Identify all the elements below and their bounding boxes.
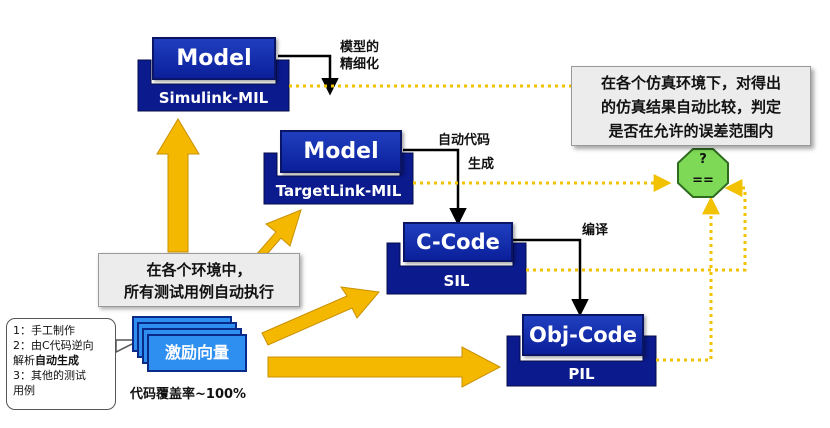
env-label-pil: PIL — [568, 365, 595, 383]
step-note-line: 生成 — [468, 157, 495, 172]
result-lines — [289, 84, 747, 362]
step-note-refine: 模型的 精细化 — [340, 39, 379, 73]
comparison-description-box: 在各个仿真环境下，对得出 的仿真结果自动比较，判定 是否在允许的误差范围内 — [571, 66, 811, 146]
comparator-question: ? — [699, 152, 707, 167]
step-note-line: 编译 — [582, 223, 609, 238]
callout-line: 3：其他的测试 — [13, 369, 86, 382]
step-note-autocode: 自动代码 生成 — [438, 129, 494, 177]
callout-line: 1：手工制作 — [13, 324, 75, 337]
objcode-box: Obj-Code — [522, 314, 644, 356]
flow-arrow-autocode — [403, 148, 467, 226]
execution-arrows — [156, 118, 502, 388]
env-label-sil: SIL — [443, 272, 470, 290]
ccode-label: C-Code — [416, 230, 500, 254]
stimulus-label: 激励向量 — [164, 343, 229, 362]
step-note-line: 模型的 — [340, 40, 380, 55]
objcode-label: Obj-Code — [529, 323, 637, 347]
execution-line: 所有测试用例自动执行 — [123, 283, 274, 301]
stimulus-vector-box: 激励向量 — [147, 334, 247, 372]
execution-line: 在各个环境中， — [146, 261, 252, 279]
env-tray-sil — [386, 242, 527, 295]
env-label-simulink: Simulink-MIL — [158, 89, 269, 107]
callout-text: 解析 — [13, 354, 35, 367]
step-note-line: 自动代码 — [438, 133, 491, 148]
model-box-simulink: Model — [152, 37, 276, 80]
env-label-targetlink: TargetLink-MIL — [275, 182, 402, 200]
callout-line: 2：由C代码逆向 — [13, 339, 94, 352]
comparator-equals: == — [692, 173, 714, 188]
comparison-line: 的仿真结果自动比较，判定 — [600, 98, 781, 116]
model-box-targetlink: Model — [280, 130, 402, 173]
comparator-octagon — [677, 148, 729, 198]
auto-execution-box: 在各个环境中， 所有测试用例自动执行 — [98, 253, 300, 307]
callout-line: 用例 — [13, 384, 35, 397]
comparison-line: 是否在允许的误差范围内 — [608, 122, 774, 140]
step-note-line: 精细化 — [340, 57, 380, 72]
ccode-box: C-Code — [403, 222, 513, 262]
model-label: Model — [303, 139, 379, 164]
stimulus-source-callout: 1：手工制作 2：由C代码逆向 解析自动生成 3：其他的测试 用例 — [6, 318, 116, 410]
env-tray-simulink — [137, 59, 290, 112]
flow-arrow-compile — [505, 238, 589, 317]
model-label: Model — [176, 46, 252, 71]
step-note-compile: 编译 — [582, 222, 608, 239]
callout-emphasis: 自动生成 — [35, 354, 79, 367]
comparison-line: 在各个仿真环境下，对得出 — [600, 74, 781, 92]
flow-arrow-refine — [278, 54, 339, 96]
callout-line: 解析自动生成 — [13, 353, 109, 368]
coverage-label: 代码覆盖率~100% — [130, 387, 247, 402]
